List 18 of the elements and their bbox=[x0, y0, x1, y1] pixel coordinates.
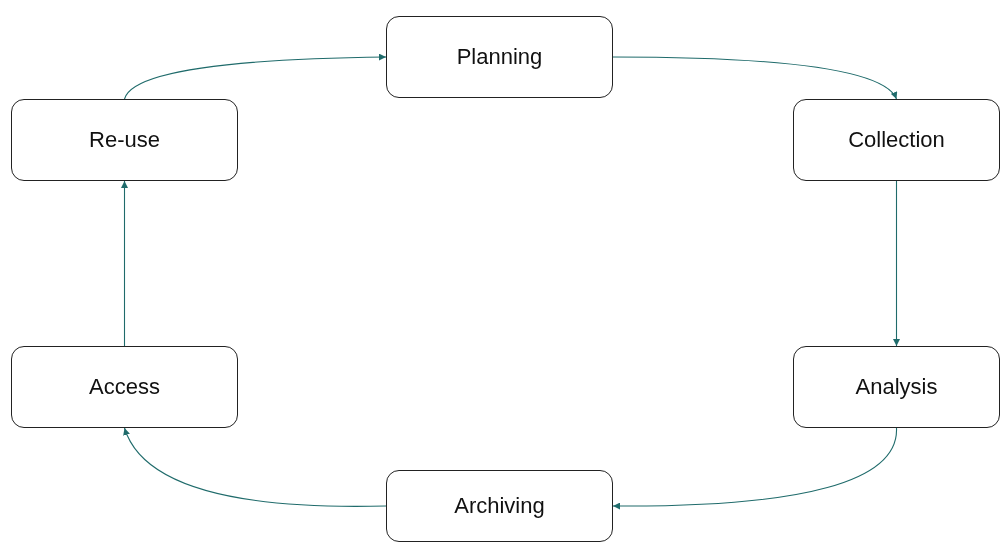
arrow bbox=[612, 427, 898, 510]
process-box bbox=[11, 99, 238, 181]
step-label: Analysis bbox=[855, 374, 938, 400]
arrow bbox=[123, 53, 387, 100]
process-box bbox=[386, 16, 613, 98]
arrow bbox=[893, 180, 900, 347]
step-label: Planning bbox=[456, 44, 543, 70]
step-label: Collection bbox=[848, 127, 945, 153]
arrow bbox=[612, 56, 898, 100]
process-box bbox=[793, 346, 1000, 428]
process-box bbox=[11, 346, 238, 428]
arrow bbox=[123, 427, 387, 507]
arrow bbox=[121, 180, 128, 347]
step-label: Access bbox=[89, 374, 160, 400]
process-box bbox=[793, 99, 1000, 181]
step-label: Re-use bbox=[89, 127, 160, 153]
process-box bbox=[386, 470, 613, 542]
step-label: Archiving bbox=[454, 493, 545, 519]
